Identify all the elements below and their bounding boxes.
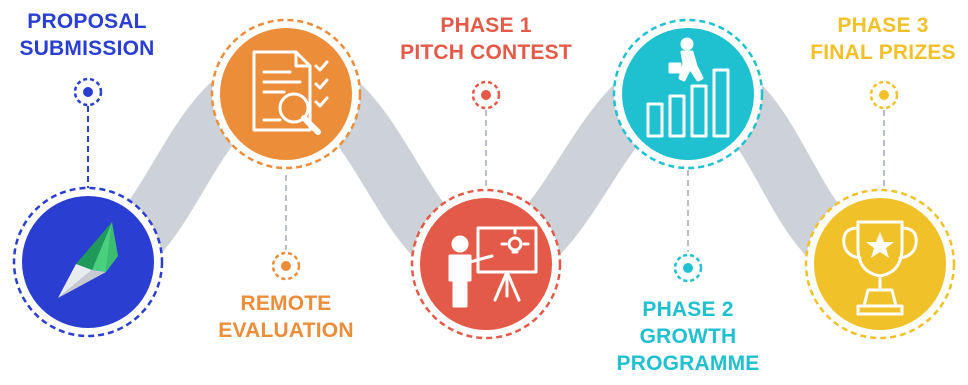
label-pitch-contest: PHASE 1 PITCH CONTEST	[386, 12, 586, 66]
label-line: EVALUATION	[218, 319, 354, 342]
trophy-icon	[842, 220, 918, 316]
target-dot-evaluation	[271, 251, 301, 281]
target-dot-proposal	[73, 77, 103, 107]
presentation-icon	[448, 226, 538, 308]
label-line: FINAL PRIZES	[810, 41, 956, 64]
label-remote-evaluation: REMOTE EVALUATION	[206, 290, 366, 344]
label-growth-programme: PHASE 2 GROWTH PROGRAMME	[608, 296, 768, 377]
label-line: PROGRAMME	[616, 352, 760, 375]
label-line: GROWTH	[639, 325, 737, 348]
label-line: SUBMISSION	[19, 37, 155, 60]
growth-chart-icon	[646, 37, 730, 138]
stage-proposal-node	[12, 186, 164, 338]
stage-prizes-node	[804, 188, 956, 340]
target-dot-prizes	[869, 80, 899, 110]
stage-pitch-node	[410, 188, 562, 340]
stage-growth-node	[612, 18, 764, 170]
logo-arrow-icon	[58, 222, 118, 298]
target-dot-pitch	[471, 80, 501, 110]
label-line: PHASE 3	[837, 14, 929, 37]
stage-evaluation-node	[210, 18, 362, 170]
target-dot-growth	[673, 253, 703, 283]
label-line: REMOTE	[240, 292, 332, 315]
connectors	[87, 106, 885, 252]
document-search-icon	[252, 50, 329, 135]
label-final-prizes: PHASE 3 FINAL PRIZES	[800, 12, 966, 66]
label-line: PHASE 2	[642, 298, 734, 321]
label-line: PHASE 1	[440, 14, 532, 37]
label-line: PITCH CONTEST	[400, 41, 572, 64]
label-proposal-submission: PROPOSAL SUBMISSION	[2, 8, 172, 62]
label-line: PROPOSAL	[27, 10, 147, 33]
